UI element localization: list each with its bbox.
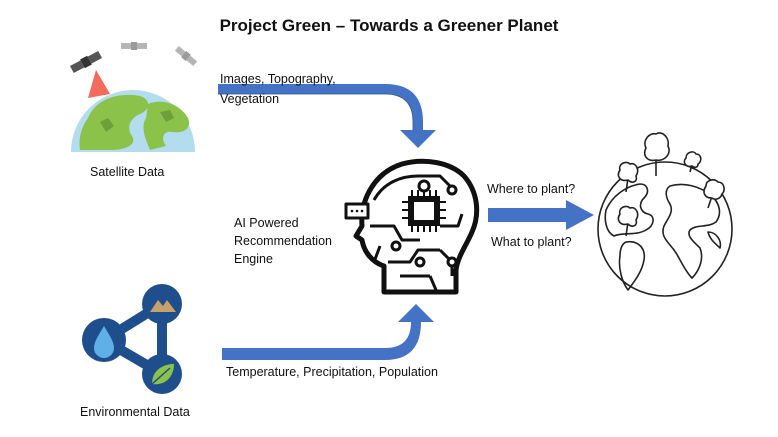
flow-arrow-satellite-to-engine	[218, 84, 436, 148]
satellite-earth-icon	[69, 42, 198, 152]
satellite-data-label: Satellite Data	[90, 165, 165, 179]
engine-label-line-2: Recommendation	[234, 234, 332, 248]
ai-head-icon	[344, 158, 480, 295]
globe-with-trees-icon	[597, 132, 733, 297]
environmental-data-label: Environmental Data	[80, 405, 190, 419]
question-where-to-plant: Where to plant?	[487, 182, 576, 196]
flow-label-environment: Temperature, Precipitation, Population	[226, 365, 438, 379]
flow-label-satellite-line-2: Vegetation	[220, 92, 280, 106]
engine-label-line-3: Engine	[234, 252, 273, 266]
question-what-to-plant: What to plant?	[491, 235, 572, 249]
flow-arrow-engine-to-planet	[488, 200, 594, 230]
flow-label-satellite-line-1: Images, Topography,	[220, 72, 336, 86]
flow-arrow-environment-to-engine	[222, 304, 434, 360]
engine-label-line-1: AI Powered	[234, 216, 299, 230]
diagram-title: Project Green – Towards a Greener Planet	[219, 16, 559, 35]
environment-cycle-icon	[82, 284, 182, 394]
